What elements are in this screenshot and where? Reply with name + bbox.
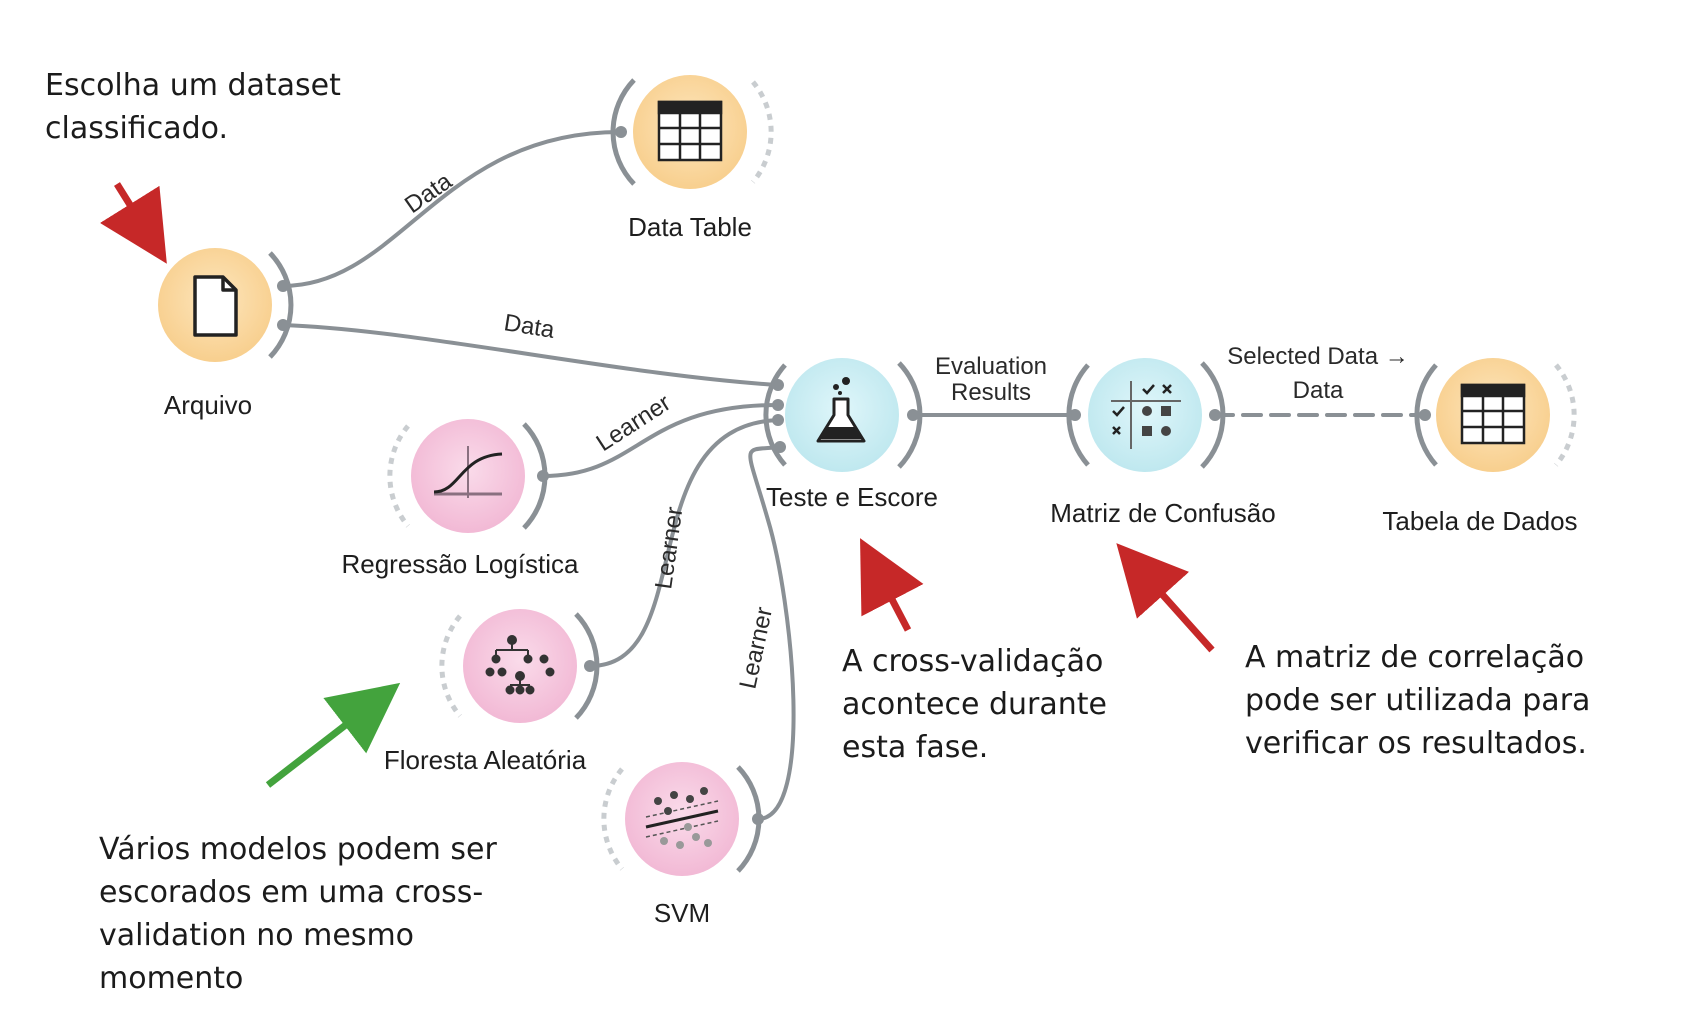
tree-icon: [485, 635, 555, 695]
svm-icon: [645, 787, 719, 849]
logistic-curve-icon: [433, 446, 503, 498]
link-label-selected-data: Selected Data →: [1227, 343, 1408, 370]
link-arquivo-teste[interactable]: [281, 323, 780, 387]
annotation-arrow-arquivo: [100, 182, 167, 264]
file-icon: [193, 275, 238, 337]
note-dataset: Escolha um dataset classificado.: [45, 68, 341, 146]
widget-arquivo[interactable]: [158, 248, 294, 362]
widget-label-teste-escore: Teste e Escore: [766, 482, 938, 512]
confusion-matrix-icon: [1111, 381, 1181, 449]
link-label-evaluation: Evaluation: [935, 353, 1047, 380]
link-regressao-teste[interactable]: [541, 403, 780, 478]
link-label-results: Results: [951, 379, 1031, 406]
table-icon: [1460, 383, 1526, 445]
link-label-data-3: Data: [1293, 377, 1344, 404]
note-matrix: A matriz de correlação pode ser utilizad…: [1245, 640, 1591, 761]
widget-matriz-confusao[interactable]: [1066, 358, 1226, 472]
link-arquivo-datatable[interactable]: [281, 130, 622, 288]
link-label-learner-3: Learner: [734, 605, 778, 692]
link-label-data-1: Data: [400, 167, 458, 219]
link-svm-teste[interactable]: [748, 445, 796, 821]
links: [281, 130, 1427, 821]
annotation-arrow-models: [265, 682, 401, 788]
widget-label-regressao-logistica: Regressão Logística: [341, 549, 579, 579]
link-label-learner-2: Learner: [650, 505, 688, 591]
annotation-arrow-matriz: [1116, 543, 1215, 653]
link-floresta-teste[interactable]: [588, 418, 780, 668]
link-label-data-2: Data: [502, 309, 557, 344]
widget-tabela-dados[interactable]: [1414, 358, 1577, 472]
widget-data-table[interactable]: [610, 75, 774, 189]
flask-icon: [816, 377, 866, 443]
table-icon: [657, 100, 723, 162]
note-crossval: A cross-validação acontece durante esta …: [842, 644, 1107, 765]
annotation-arrow-teste: [860, 538, 924, 632]
widget-label-tabela-dados: Tabela de Dados: [1382, 506, 1577, 536]
widget-label-svm: SVM: [654, 898, 710, 928]
widget-label-data-table: Data Table: [628, 212, 752, 242]
widget-label-floresta-aleatoria: Floresta Aleatória: [384, 745, 587, 775]
widget-label-matriz-confusao: Matriz de Confusão: [1050, 498, 1275, 528]
widget-regressao-logistica[interactable]: [387, 419, 548, 533]
widget-svm[interactable]: [601, 762, 762, 876]
widget-teste-escore[interactable]: [763, 358, 923, 472]
note-models: Vários modelos podem ser escorados em um…: [99, 832, 497, 996]
widget-floresta-aleatoria[interactable]: [439, 609, 600, 723]
widget-label-arquivo: Arquivo: [164, 390, 252, 420]
